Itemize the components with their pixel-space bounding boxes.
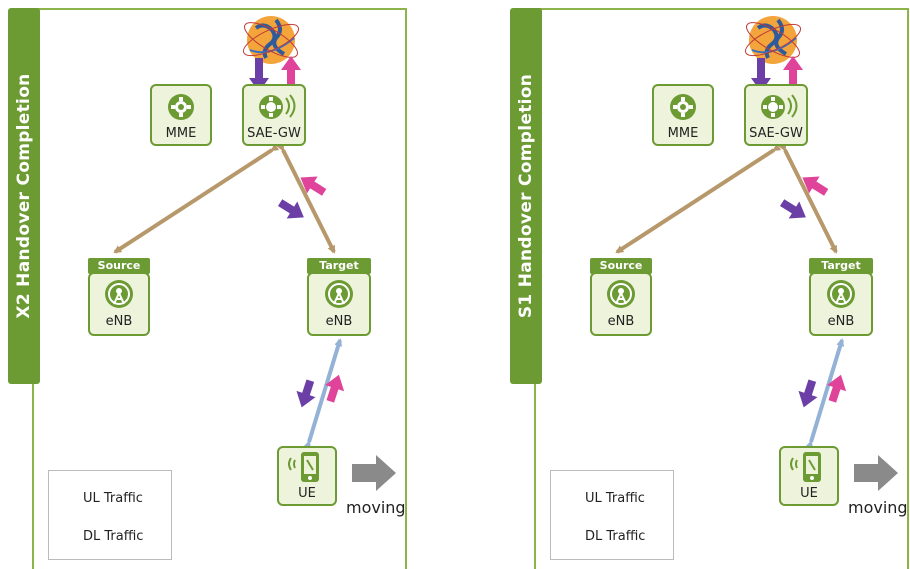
sae-gw-node: SAE-GW: [744, 84, 808, 146]
legend: UL Traffic DL Traffic: [550, 470, 674, 560]
legend-ul-label: UL Traffic: [83, 491, 143, 506]
moving-label: moving: [848, 498, 908, 517]
legend-ul-label: UL Traffic: [585, 491, 645, 506]
source-enb-label: eNB: [105, 314, 133, 329]
legend-dl-label: DL Traffic: [585, 529, 646, 544]
ul-traffic-arrow-radio: [827, 374, 847, 403]
dl-traffic-arrow-s1: [278, 199, 304, 219]
mme-node: MME: [652, 84, 714, 146]
ue-label: UE: [298, 486, 316, 501]
gear-signal-icon: [259, 94, 296, 119]
ue-node: UE: [277, 446, 337, 506]
mobile-phone-icon: [288, 452, 319, 482]
moving-arrow-icon: [352, 455, 396, 491]
target-tag: Target: [307, 258, 371, 274]
sae-gw-label: SAE-GW: [749, 126, 803, 141]
ul-traffic-arrow-internet: [281, 56, 301, 92]
s1-link-gw-source: [113, 143, 280, 254]
ul-traffic-arrow-s1: [300, 176, 327, 196]
source-enb-node: eNB: [590, 272, 652, 336]
moving-label: moving: [346, 498, 406, 517]
source-enb-node: eNB: [88, 272, 150, 336]
antenna-icon: [325, 280, 353, 308]
title-bar: S1 Handover Completion: [510, 8, 542, 384]
source-tag: Source: [590, 258, 652, 274]
x2-handover-panel: X2 Handover Completion: [0, 0, 415, 569]
globe-icon: [242, 16, 300, 64]
s1-link-gw-source: [615, 143, 782, 254]
dl-traffic-arrow-internet: [249, 58, 269, 92]
target-enb-node: eNB: [307, 272, 371, 336]
dl-traffic-arrow-radio: [798, 379, 818, 408]
target-tag: Target: [809, 258, 873, 274]
target-enb-label: eNB: [827, 314, 855, 329]
mobile-phone-icon: [790, 452, 821, 482]
title-bar: X2 Handover Completion: [8, 8, 40, 384]
gear-signal-icon: [761, 94, 798, 119]
ul-traffic-arrow-s1: [802, 176, 829, 196]
s1-link-gw-target: [276, 142, 336, 254]
radio-link-ue-target: [303, 338, 343, 449]
s1-link-gw-target: [778, 142, 838, 254]
ue-node: UE: [779, 446, 839, 506]
mme-label: MME: [165, 126, 197, 141]
mme-label: MME: [667, 126, 699, 141]
target-enb-node: eNB: [809, 272, 873, 336]
sae-gw-node: SAE-GW: [242, 84, 306, 146]
s1-handover-panel: S1 Handover Completion: [502, 0, 910, 569]
ue-label: UE: [800, 486, 818, 501]
legend-dl-label: DL Traffic: [83, 529, 144, 544]
ul-traffic-arrow-internet: [783, 56, 803, 92]
gear-icon: [670, 94, 696, 120]
ul-traffic-arrow-radio: [325, 374, 345, 403]
moving-arrow-icon: [854, 455, 898, 491]
mme-node: MME: [150, 84, 212, 146]
antenna-icon: [105, 280, 133, 308]
globe-icon: [744, 16, 802, 64]
target-enb-label: eNB: [325, 314, 353, 329]
dl-traffic-arrow-s1: [780, 199, 806, 219]
legend: UL Traffic DL Traffic: [48, 470, 172, 560]
antenna-icon: [827, 280, 855, 308]
sae-gw-label: SAE-GW: [247, 126, 301, 141]
gear-icon: [168, 94, 194, 120]
dl-traffic-arrow-radio: [296, 379, 316, 408]
source-tag: Source: [88, 258, 150, 274]
radio-link-ue-target: [805, 338, 845, 449]
antenna-icon: [607, 280, 635, 308]
dl-traffic-arrow-internet: [751, 58, 771, 92]
source-enb-label: eNB: [607, 314, 635, 329]
